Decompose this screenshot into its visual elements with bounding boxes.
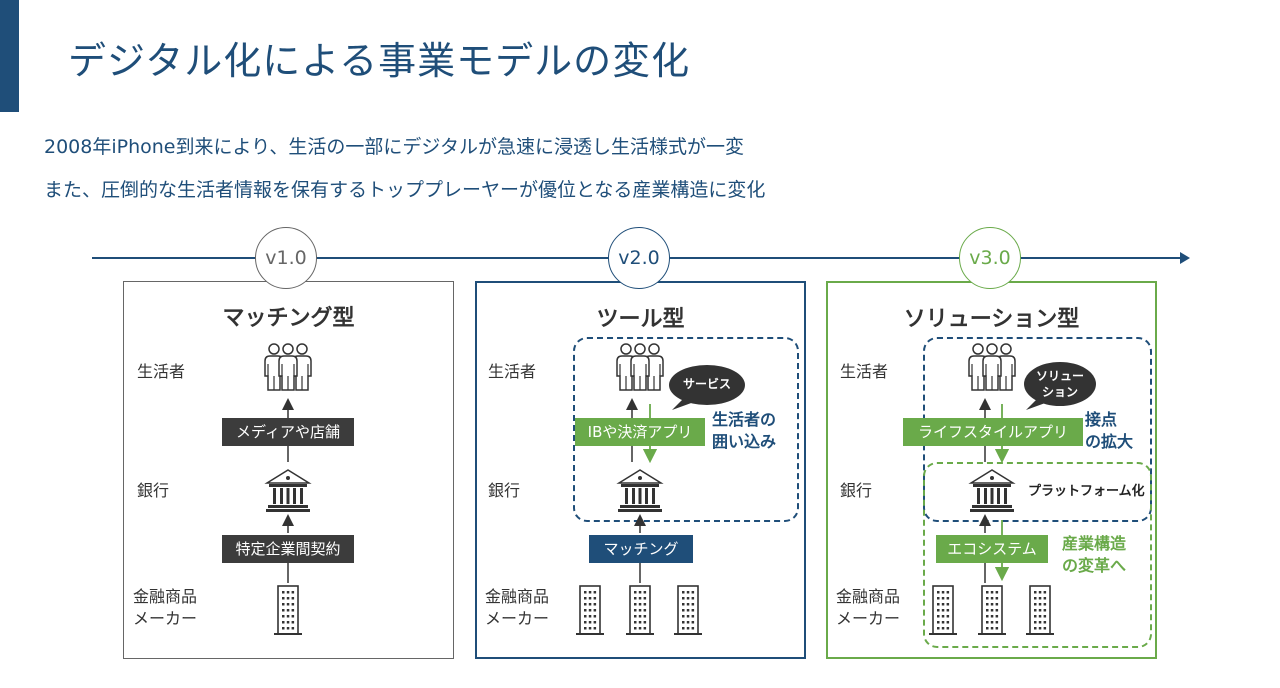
speech-bubble-solution: ソリュー ション (1024, 362, 1096, 406)
version-badge-v1: v1.0 (255, 227, 317, 289)
row-label-maker-2: メーカー (133, 609, 198, 628)
row-label-consumer: 生活者 (488, 362, 537, 381)
row-label-bank: 銀行 (137, 481, 170, 500)
panel-matching: マッチング型 (123, 281, 454, 659)
bubble-text-1: ソリュー (1035, 369, 1084, 383)
panel-title: ソリューション型 (903, 307, 1080, 332)
row-label-maker-1: 金融商品 (485, 587, 550, 606)
version-badge-v3: v3.0 (959, 227, 1021, 289)
link-label-lifestyle-app: ライフスタイルアプリ (903, 418, 1083, 446)
bubble-text-2: ション (1041, 385, 1078, 399)
note-consumer-enclosure-2: 囲い込み (712, 432, 777, 451)
timeline-arrow-icon (1180, 252, 1190, 264)
row-label-bank: 銀行 (488, 481, 521, 500)
row-label-maker-2: メーカー (836, 609, 901, 628)
subtitle-line-1: 2008年iPhone到来により、生活の一部にデジタルが急速に浸透し生活様式が一… (44, 136, 744, 158)
version-badge-v2: v2.0 (608, 227, 670, 289)
row-label-maker-2: メーカー (485, 609, 550, 628)
bubble-text: サービス (682, 377, 731, 391)
link-label-contract: 特定企業間契約 (222, 535, 354, 563)
link-label-matching: マッチング (589, 535, 693, 563)
panel-title: マッチング型 (222, 306, 355, 331)
accent-bar (0, 0, 19, 112)
subtitle-line-2: また、圧倒的な生活者情報を保有するトッププレーヤーが優位となる産業構造に変化 (44, 179, 766, 201)
note-industry-transform-2: の変革へ (1062, 556, 1127, 575)
note-platform: プラットフォーム化 (1028, 484, 1145, 499)
link-label-ecosystem: エコシステム (936, 535, 1048, 563)
row-label-maker-1: 金融商品 (836, 587, 901, 606)
panel-title: ツール型 (596, 307, 685, 332)
note-consumer-enclosure-1: 生活者の (712, 410, 777, 429)
note-contact-expansion-1: 接点 (1085, 410, 1118, 429)
note-contact-expansion-2: の拡大 (1085, 432, 1134, 451)
row-label-consumer: 生活者 (137, 362, 186, 381)
row-label-bank: 銀行 (840, 481, 873, 500)
link-label-ib-payment-app: IBや決済アプリ (575, 418, 705, 446)
ecosystem-region (923, 462, 1152, 648)
note-industry-transform-1: 産業構造 (1062, 534, 1127, 553)
link-label-media-store: メディアや店舗 (222, 418, 354, 446)
consumer-enclosure-tool (573, 337, 799, 522)
row-label-maker-1: 金融商品 (133, 587, 198, 606)
page-title: デジタル化による事業モデルの変化 (68, 39, 691, 83)
speech-bubble-service: サービス (669, 365, 745, 405)
row-label-consumer: 生活者 (840, 362, 889, 381)
